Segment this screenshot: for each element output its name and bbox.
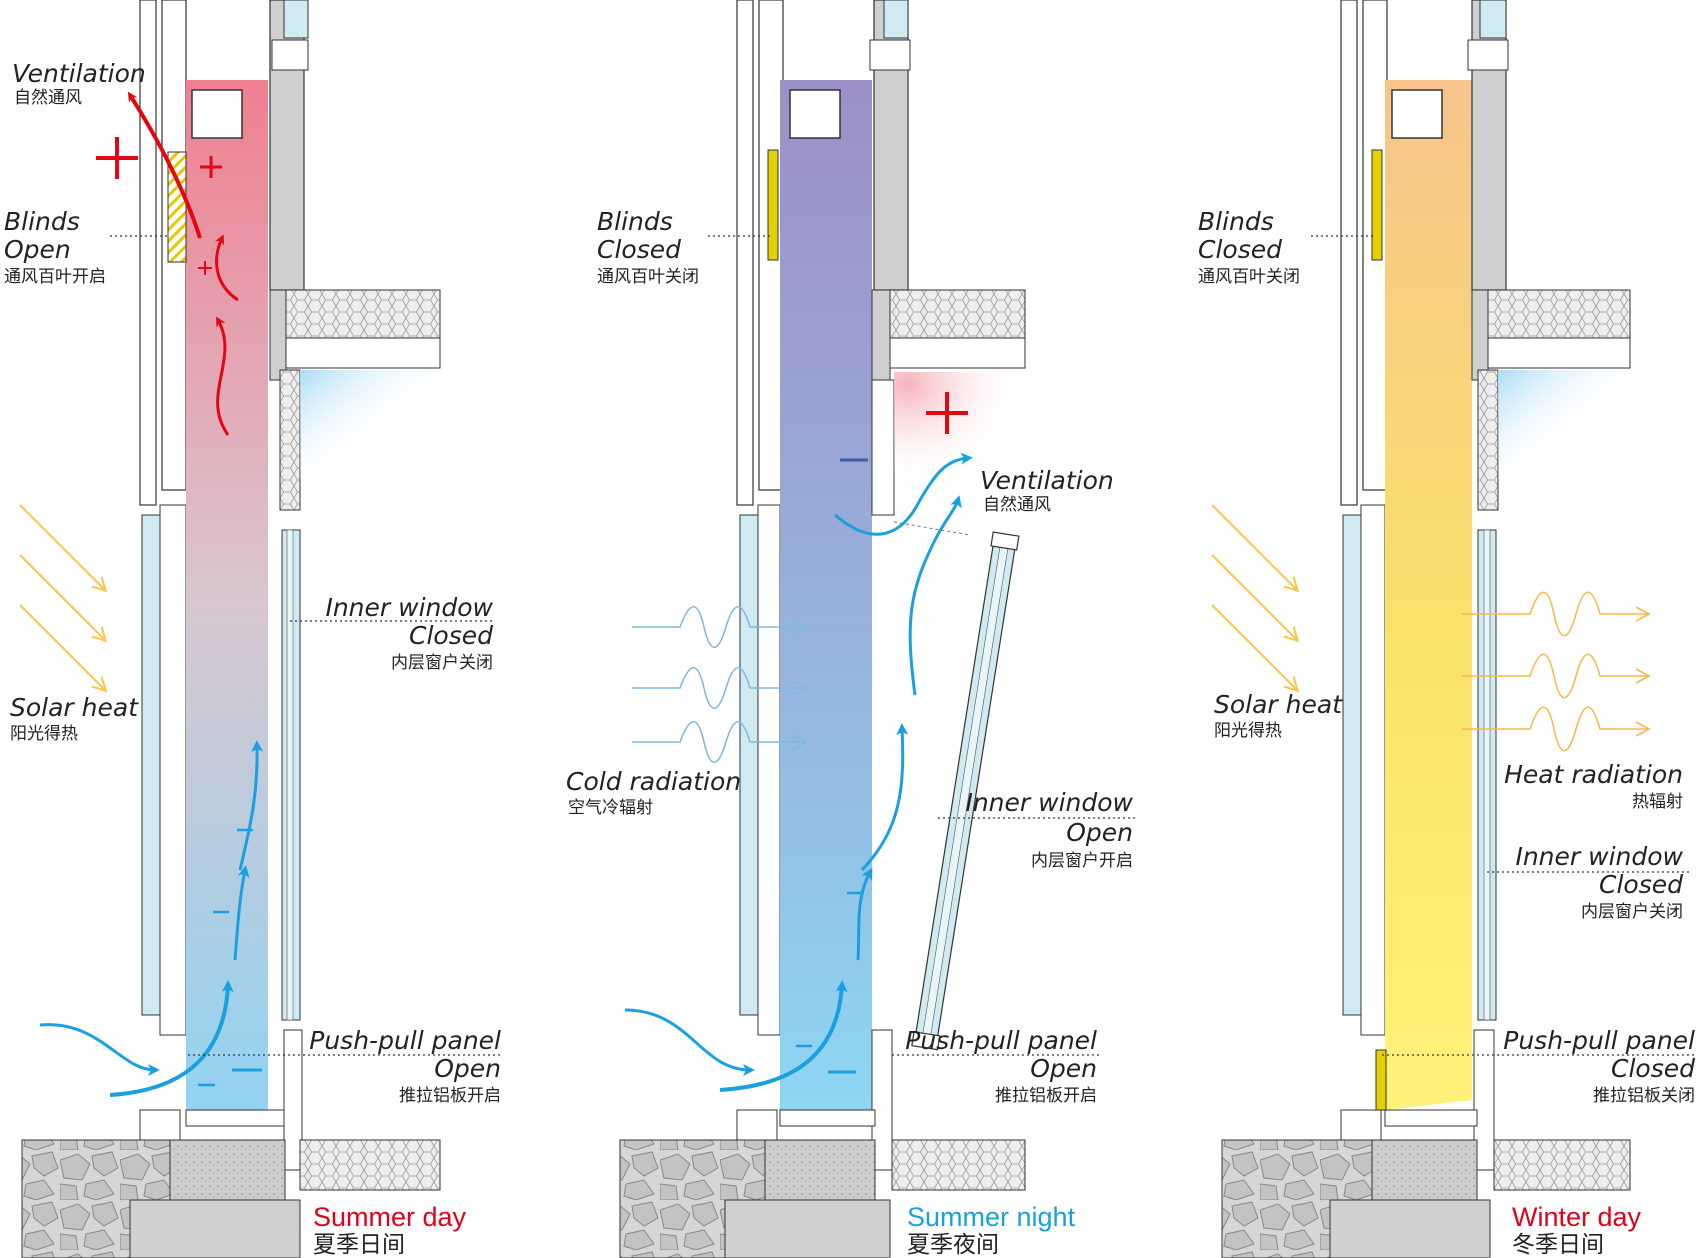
inner-window-cn-label: 内层窗户关闭 [1581,902,1683,922]
labels: Blinds Closed 通风百叶关闭 Ventilation 自然通风 Co… [566,207,1134,1258]
inner-window-label: Inner window [1515,842,1683,871]
cool-air-arrow-icon [860,723,909,872]
blinds-state: Open [4,235,71,264]
cool-air-arrow-icon [233,865,250,961]
panel-caption: Winter day [1512,1202,1642,1232]
blinds-louvre [167,151,187,263]
blinds-cn-label: 通风百叶关闭 [597,267,699,287]
heat-radiation-cn-label: 热辐射 [1632,792,1683,812]
sun-ray-icon [19,504,105,590]
wave-arrow-icon [632,606,805,649]
ventilation-cn-label: 自然通风 [983,495,1051,515]
plus-icon [200,156,222,178]
panel-summer-day: Ventilation 自然通风 Blinds Open 通风百叶开启 Sola… [4,0,501,1258]
sun-ray-icon [1211,554,1297,640]
panel-caption: Summer day [313,1202,467,1232]
blinds-label: Blinds [1198,207,1274,236]
cold-radiation-waves [632,606,805,764]
leader-lines [708,235,1135,1056]
push-pull-state: Open [434,1054,501,1083]
wave-arrow-icon [1462,653,1648,699]
cool-air-arrow-icon [238,740,264,871]
push-pull-label: Push-pull panel [905,1026,1097,1055]
heat-radiation-waves [1462,591,1648,752]
ventilation-label: Ventilation [980,466,1114,495]
warm-air-arrow-icon [214,234,239,302]
cool-air-arrow-icon [834,452,973,536]
sun-ray-icon [19,604,105,690]
facade-structure [21,0,441,1258]
blinds-label: Blinds [4,207,80,236]
panel-caption-cn: 冬季日间 [1512,1232,1604,1258]
cool-air-arrow-icon [109,980,234,1097]
wave-arrow-icon [632,721,805,764]
plus-icon [198,261,212,275]
push-pull-cn-label: 推拉铝板关闭 [1593,1086,1695,1106]
wave-arrow-icon [1462,591,1648,637]
ventilation-cn-label: 自然通风 [14,88,82,108]
panel-caption-cn: 夏季夜间 [907,1232,999,1258]
inner-window-cn-label: 内层窗户关闭 [391,653,493,673]
labels: Ventilation 自然通风 Blinds Open 通风百叶开启 Sola… [4,59,501,1258]
blinds-cn-label: 通风百叶开启 [4,267,106,287]
warm-air-arrow-icon [216,316,230,436]
cool-air-arrow-icon [39,1023,160,1076]
wave-arrow-icon [632,667,805,710]
warm-air-arrows [127,91,239,436]
inner-window-label: Inner window [325,593,493,622]
facade-structure [1221,0,1631,1258]
solar-label: Solar heat [10,693,139,722]
panel-caption-cn: 夏季日间 [313,1232,405,1258]
labels: Blinds Closed 通风百叶关闭 Solar heat 阳光得热 Hea… [1198,207,1695,1258]
panel-summer-night: Blinds Closed 通风百叶关闭 Ventilation 自然通风 Co… [566,0,1135,1258]
facade-structure [619,0,1026,1258]
ventilation-label: Ventilation [12,59,146,88]
leader-lines [1311,235,1695,1056]
cool-air-arrows [39,740,264,1097]
push-pull-state: Closed [1611,1054,1695,1083]
plus-icon [96,137,138,179]
inner-window-state: Open [1066,818,1133,847]
blinds-state: Closed [597,235,681,264]
sun-ray-icon [1211,504,1297,590]
leader-lines [110,235,500,1056]
blinds-cn-label: 通风百叶关闭 [1198,267,1300,287]
heat-radiation-label: Heat radiation [1504,760,1683,789]
inner-window-state: Closed [409,621,493,650]
sun-ray-icon [19,554,105,640]
plus-icon [926,392,968,434]
push-pull-cn-label: 推拉铝板开启 [995,1086,1097,1106]
inner-window-state: Closed [1599,870,1683,899]
blinds-label: Blinds [597,207,673,236]
pressure-symbols [796,392,968,1074]
pressure-symbols [96,137,262,1087]
cool-air-arrow-icon [719,980,848,1092]
cool-air-arrow-icon [908,495,962,696]
push-pull-label: Push-pull panel [1503,1026,1695,1055]
inner-window-label: Inner window [965,788,1133,817]
cold-radiation-label: Cold radiation [566,767,741,796]
sun-ray-icon [1211,604,1297,690]
solar-cn-label: 阳光得热 [1214,721,1282,741]
solar-cn-label: 阳光得热 [10,724,78,744]
cool-air-arrow-icon [856,867,873,961]
cool-air-arrows [624,452,973,1092]
inner-window-cn-label: 内层窗户开启 [1031,851,1133,871]
panel-winter-day: Blinds Closed 通风百叶关闭 Solar heat 阳光得热 Hea… [1198,0,1695,1258]
push-pull-cn-label: 推拉铝板开启 [399,1086,501,1106]
solar-heat-arrows [1211,504,1297,690]
wave-arrow-icon [1462,706,1648,752]
cold-radiation-cn-label: 空气冷辐射 [568,798,653,818]
panel-caption: Summer night [907,1202,1076,1232]
blinds-state: Closed [1198,235,1282,264]
solar-label: Solar heat [1214,690,1343,719]
cool-air-arrow-icon [624,1008,755,1076]
push-pull-state: Open [1030,1054,1097,1083]
warm-air-arrow-icon [127,91,202,239]
solar-heat-arrows [19,504,105,690]
push-pull-label: Push-pull panel [309,1026,501,1055]
